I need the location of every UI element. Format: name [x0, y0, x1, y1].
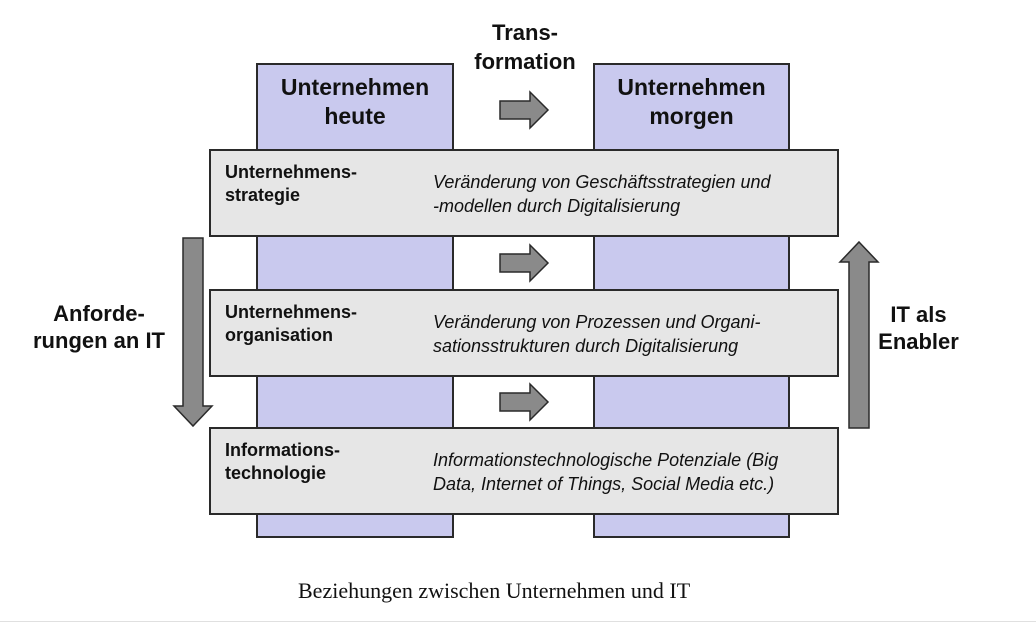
requirements-arrow-down	[172, 237, 214, 428]
band-unternehmensstrategie: Unternehmens- strategie Veränderung von …	[209, 149, 839, 237]
right-label-it-als-enabler: IT als Enabler	[878, 302, 959, 354]
band-label-it: Informations- technologie	[225, 440, 340, 483]
transformation-label: Trans- formation	[474, 20, 576, 74]
band-description-organisation: Veränderung von Prozessen und Organi- sa…	[433, 312, 761, 356]
column-title-heute: Unternehmen heute	[280, 74, 430, 129]
left-label-anforderungen: Anforde- rungen an IT	[33, 301, 165, 353]
band-unternehmensorganisation: Unternehmens- organisation Veränderung v…	[209, 289, 839, 377]
band-description-strategie: Veränderung von Geschäftsstrategien und …	[433, 172, 771, 216]
band-label-strategie: Unternehmens- strategie	[225, 162, 358, 205]
enabler-arrow-up	[838, 240, 880, 429]
band-label-organisation: Unternehmens- organisation	[225, 302, 358, 345]
bottom-divider	[0, 621, 1036, 622]
band-informationstechnologie: Informations- technologie Informationste…	[209, 427, 839, 515]
transformation-arrow-top	[499, 90, 550, 130]
column-title-morgen: Unternehmen morgen	[617, 74, 766, 129]
band-description-it: Informationstechnologische Potenziale (B…	[433, 450, 779, 494]
transformation-arrow-middle	[499, 243, 550, 283]
transformation-arrow-bottom	[499, 382, 550, 422]
figure-caption: Beziehungen zwischen Unternehmen und IT	[298, 578, 691, 603]
